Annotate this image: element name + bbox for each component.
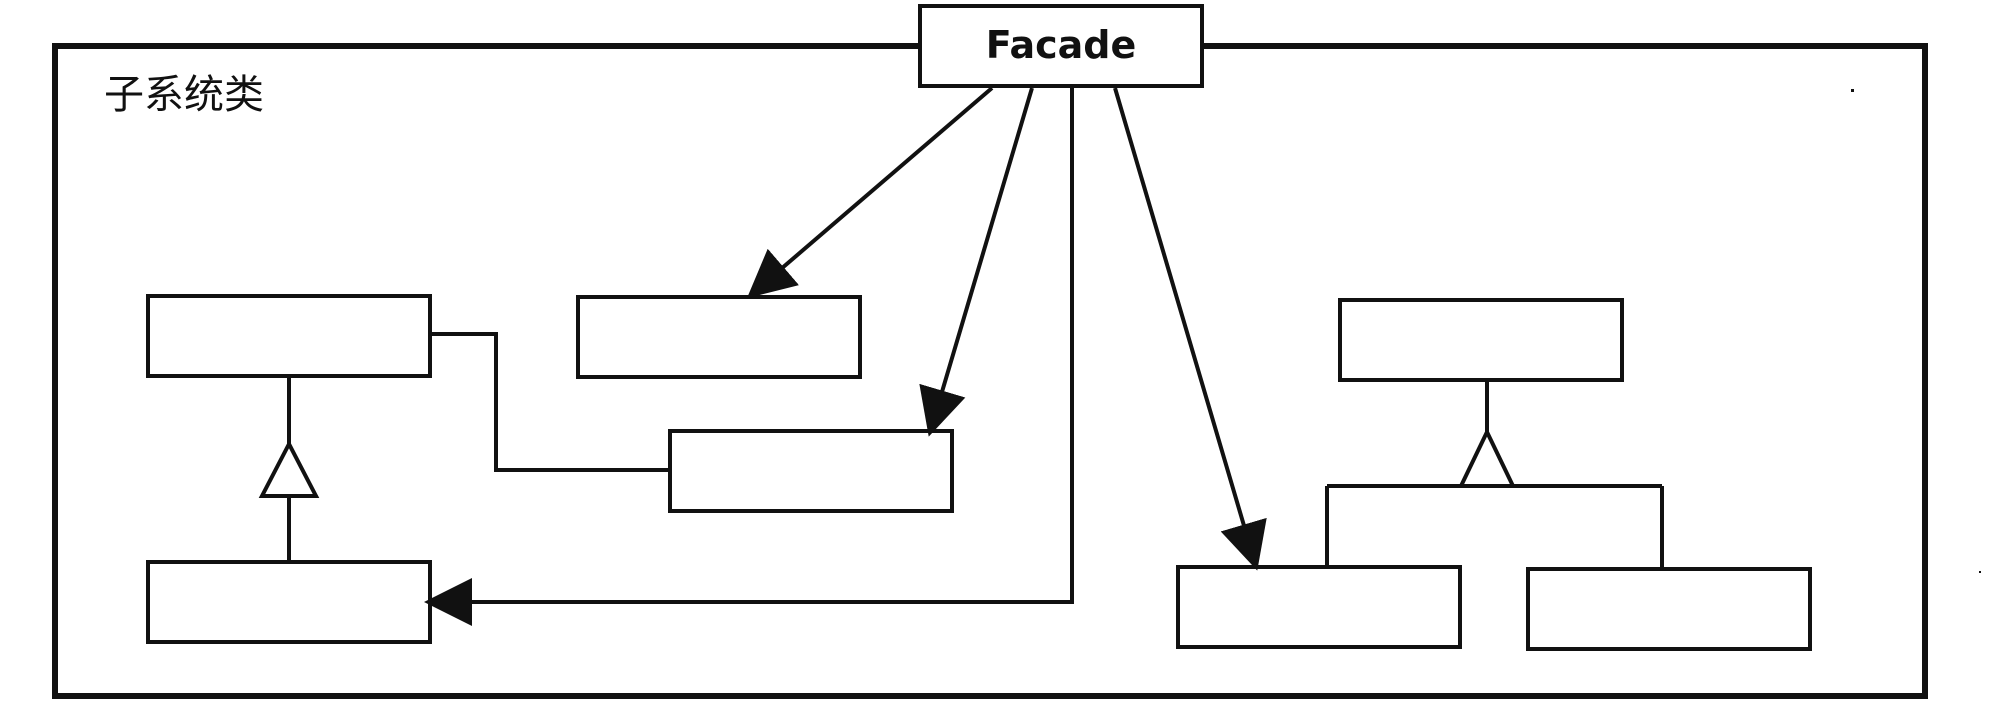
facade-arrow-bottom-left — [424, 88, 1074, 626]
inheritance-triangle-left — [258, 439, 320, 498]
facade-arrow-bottom-right — [1113, 87, 1267, 571]
scan-mark-right-edge — [1979, 571, 1981, 573]
facade-label: Facade — [986, 23, 1137, 67]
class-box-bottom-right-right — [1526, 567, 1812, 651]
facade-arrow-top-middle — [746, 86, 994, 299]
subsystem-label: 子系统类 — [104, 72, 264, 118]
association-line-left-middle — [430, 332, 670, 472]
class-box-top-middle — [576, 295, 862, 379]
class-box-middle — [668, 429, 954, 513]
class-box-top-right — [1338, 298, 1624, 382]
scan-mark-top-right — [1851, 89, 1854, 92]
inheritance-triangle-right — [1457, 427, 1517, 488]
facade-box — [918, 4, 1204, 88]
facade-arrow-middle — [919, 87, 1034, 437]
class-box-bottom-right-left — [1176, 565, 1462, 649]
class-box-bottom-left — [146, 560, 432, 644]
class-box-top-left — [146, 294, 432, 378]
